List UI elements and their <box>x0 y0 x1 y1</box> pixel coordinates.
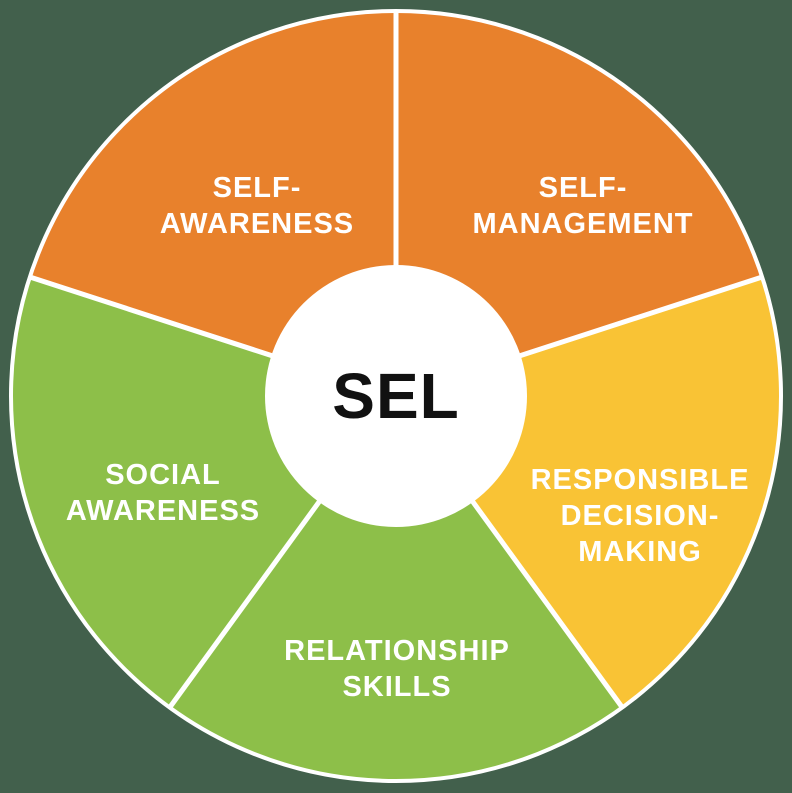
center-circle <box>265 265 527 527</box>
segment-self-awareness <box>29 11 397 396</box>
segment-self-management <box>396 11 763 396</box>
segment-label-line: RESPONSIBLE <box>531 464 750 496</box>
segment-label-social-awareness: SOCIAL AWARENESS <box>66 459 260 527</box>
segment-label-responsible-decision-making: RESPONSIBLE DECISION- MAKING <box>531 464 750 568</box>
segment-label-line: AWARENESS <box>66 495 260 527</box>
center-label: SEL <box>332 360 459 432</box>
segment-label-line: AWARENESS <box>160 208 354 240</box>
segment-label-self-awareness: SELF- AWARENESS <box>160 172 354 240</box>
segment-label-line: MANAGEMENT <box>472 208 693 240</box>
outer-ring <box>9 9 783 783</box>
segment-relationship-skills <box>169 396 623 782</box>
segment-label-line: SELF- <box>213 172 302 204</box>
segment-label-line: DECISION- <box>561 500 720 532</box>
segment-label-line: MAKING <box>578 536 702 568</box>
segment-label-line: SELF- <box>539 172 628 204</box>
segment-label-relationship-skills: RELATIONSHIP SKILLS <box>284 635 510 703</box>
segment-label-line: SKILLS <box>342 671 451 703</box>
segment-label-self-management: SELF- MANAGEMENT <box>472 172 693 240</box>
segment-label-line: RELATIONSHIP <box>284 635 510 667</box>
segment-label-line: SOCIAL <box>105 459 221 491</box>
